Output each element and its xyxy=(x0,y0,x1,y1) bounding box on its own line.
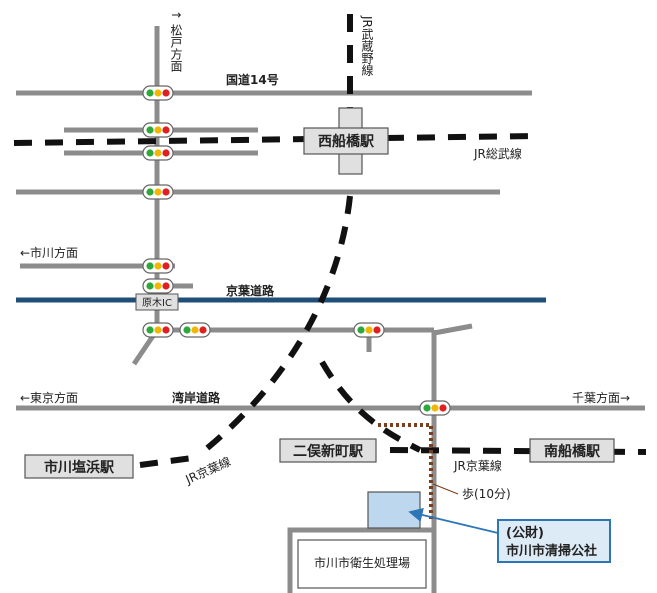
jr-musashino-line-south xyxy=(203,195,353,453)
callout-arrow xyxy=(408,507,499,534)
jr-musashino-label: JR武蔵野線 xyxy=(360,15,374,76)
railways xyxy=(13,14,647,468)
jr-sobu-line xyxy=(13,133,535,146)
traffic-light-y286 xyxy=(142,278,174,294)
route14-label: 国道14号 xyxy=(226,72,279,87)
traffic-light-route14 xyxy=(142,85,174,101)
wangan-road-label: 湾岸道路 xyxy=(172,390,221,405)
traffic-light-y330-b xyxy=(179,322,211,338)
road-diag-ne xyxy=(433,323,473,336)
jr-keiyo-right-label: JR京葉線 xyxy=(453,458,502,473)
traffic-light-y130 xyxy=(142,122,174,138)
traffic-light-wangan xyxy=(419,400,451,416)
destination-building xyxy=(367,491,421,529)
matsudo-direction-label: ↑ 松戸方面 xyxy=(169,10,183,72)
chiba-direction-label: 千葉方面→ xyxy=(572,390,630,405)
baraki-ic: 原木IC xyxy=(135,293,179,311)
roads xyxy=(16,26,645,593)
futamata-station: 二俣新町駅 xyxy=(279,438,377,463)
org-line2: 市川市清掃公社 xyxy=(506,543,597,559)
eisei-facility: 市川市衛生処理場 xyxy=(297,539,427,589)
jr-sobu-label: JR総武線 xyxy=(473,146,522,161)
traffic-light-y192 xyxy=(142,184,174,200)
traffic-lights xyxy=(142,85,451,416)
ichikawashiohama-label: 市川塩浜駅 xyxy=(44,459,115,476)
jr-keiyo-line-west xyxy=(139,454,201,468)
eisei-label: 市川市衛生処理場 xyxy=(314,555,410,570)
baraki-ic-label: 原木IC xyxy=(142,297,172,309)
traffic-light-y330-a xyxy=(142,322,174,338)
org-line1: (公財) xyxy=(506,525,544,541)
nishifunabashi-label: 西船橋駅 xyxy=(318,133,375,150)
jr-keiyo-left-label: JR京葉線 xyxy=(182,454,233,488)
ichikawashiohama-station: 市川塩浜駅 xyxy=(24,454,134,479)
minamifunabashi-label: 南船橋駅 xyxy=(544,443,601,460)
traffic-light-y266 xyxy=(142,258,174,274)
minamifunabashi-station: 南船橋駅 xyxy=(529,438,615,463)
jr-musashino-branch xyxy=(319,360,422,453)
keiyo-road-label: 京葉道路 xyxy=(226,283,275,298)
walk-time-label: 歩(10分) xyxy=(462,486,511,501)
tokyo-direction-label: ←東京方面 xyxy=(20,390,78,405)
futamata-label: 二俣新町駅 xyxy=(293,443,364,460)
walk-label-leader xyxy=(432,483,459,495)
traffic-light-y152 xyxy=(142,145,174,161)
eisei-road xyxy=(287,527,434,593)
ichikawa-direction-label: ←市川方面 xyxy=(20,245,78,260)
nishifunabashi-station: 西船橋駅 xyxy=(303,107,389,175)
traffic-light-y330-c xyxy=(353,322,385,338)
organization-callout: (公財) 市川市清掃公社 xyxy=(497,519,611,563)
